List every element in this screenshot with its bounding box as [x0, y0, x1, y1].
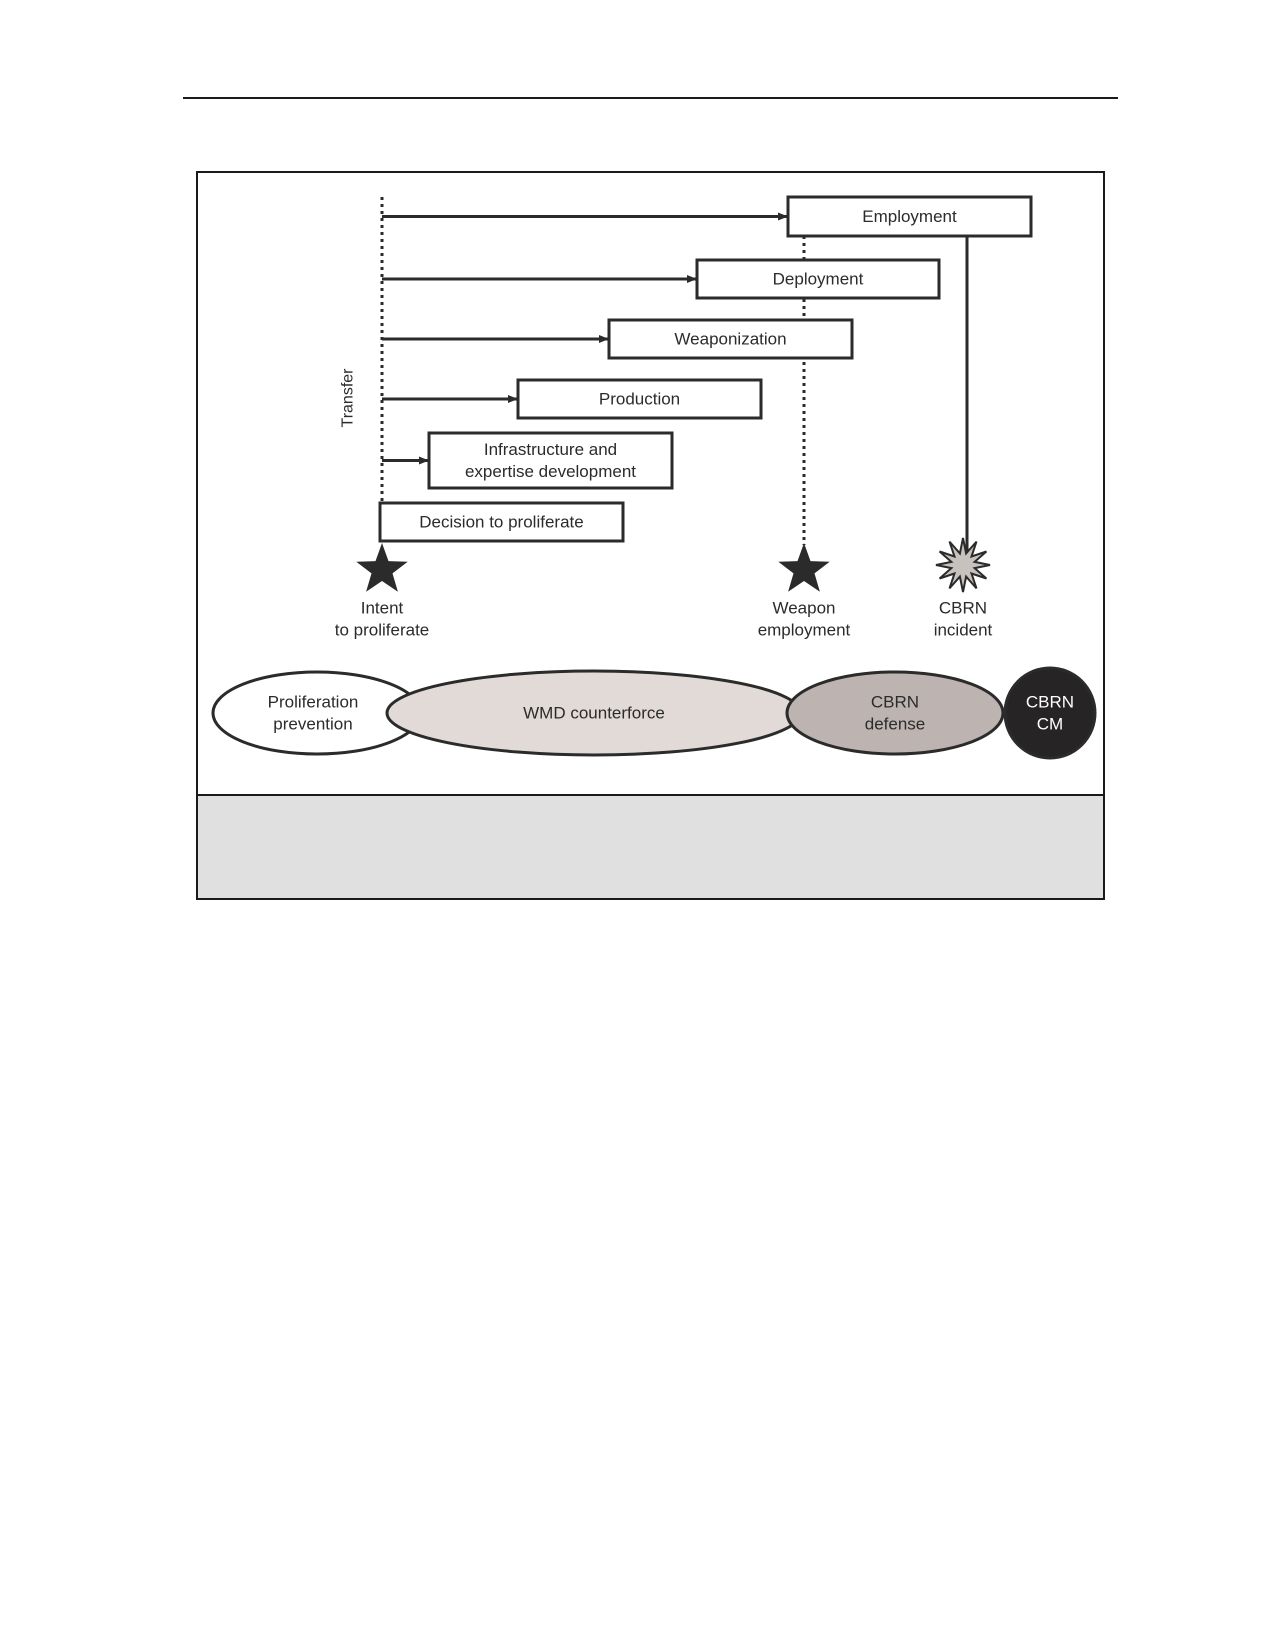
star-icon [356, 543, 408, 592]
svg-text:incident: incident [934, 621, 993, 640]
svg-text:Deployment: Deployment [773, 270, 864, 289]
svg-text:prevention: prevention [273, 715, 352, 734]
svg-text:Intent: Intent [361, 599, 404, 618]
mission-area-cbrn-cm [1003, 666, 1097, 760]
svg-text:WMD counterforce: WMD counterforce [523, 704, 665, 723]
proliferation-diagram: Transfer EmploymentDeploymentWeaponizatio… [211, 195, 1097, 760]
stage-label-production: Production [599, 390, 680, 409]
stage-label-employment: Employment [862, 207, 957, 226]
mission-label-cbrn-cm: CBRN CM [1026, 693, 1074, 734]
svg-text:Decision to proliferate: Decision to proliferate [419, 513, 583, 532]
stage-box-employment [786, 195, 1033, 238]
svg-text:Infrastructure and: Infrastructure and [484, 440, 617, 459]
stage-label-infrastructure: Infrastructure and expertise development [465, 440, 636, 481]
mission-label-cbrn-defense: CBRN defense [865, 693, 926, 734]
svg-text:Weaponization: Weaponization [674, 330, 786, 349]
stage-label-decision: Decision to proliferate [419, 513, 583, 532]
svg-text:CBRN: CBRN [1026, 693, 1074, 712]
mission-label-proliferation-prevention: Proliferation prevention [268, 693, 359, 734]
marker-label-intent: Intent to proliferate [335, 599, 430, 640]
svg-text:Employment: Employment [862, 207, 957, 226]
svg-text:CBRN: CBRN [871, 693, 919, 712]
marker-label-weapon-employment: Weapon employment [758, 599, 851, 640]
mission-label-wmd-counterforce: WMD counterforce [523, 704, 665, 723]
mission-area-cbrn-defense [785, 670, 1005, 756]
svg-text:employment: employment [758, 621, 851, 640]
stage-box-infrastructure [427, 431, 674, 490]
transfer-label: Transfer [340, 368, 357, 428]
svg-text:Production: Production [599, 390, 680, 409]
svg-text:defense: defense [865, 715, 926, 734]
svg-text:expertise development: expertise development [465, 462, 636, 481]
svg-text:CBRN: CBRN [939, 599, 987, 618]
svg-text:Weapon: Weapon [772, 599, 835, 618]
stage-label-deployment: Deployment [773, 270, 864, 289]
star-icon [778, 543, 830, 592]
stage-box-production [516, 378, 763, 420]
stage-box-weaponization [607, 318, 854, 360]
svg-text:Proliferation: Proliferation [268, 693, 359, 712]
stage-box-decision [378, 501, 625, 543]
caption-area [198, 794, 1103, 898]
svg-text:CM: CM [1037, 715, 1063, 734]
stage-box-deployment [695, 258, 941, 300]
header-rule [183, 97, 1118, 99]
svg-text:to proliferate: to proliferate [335, 621, 430, 640]
marker-label-cbrn-incident: CBRN incident [934, 599, 993, 640]
stage-label-weaponization: Weaponization [674, 330, 786, 349]
burst-icon [935, 537, 991, 593]
